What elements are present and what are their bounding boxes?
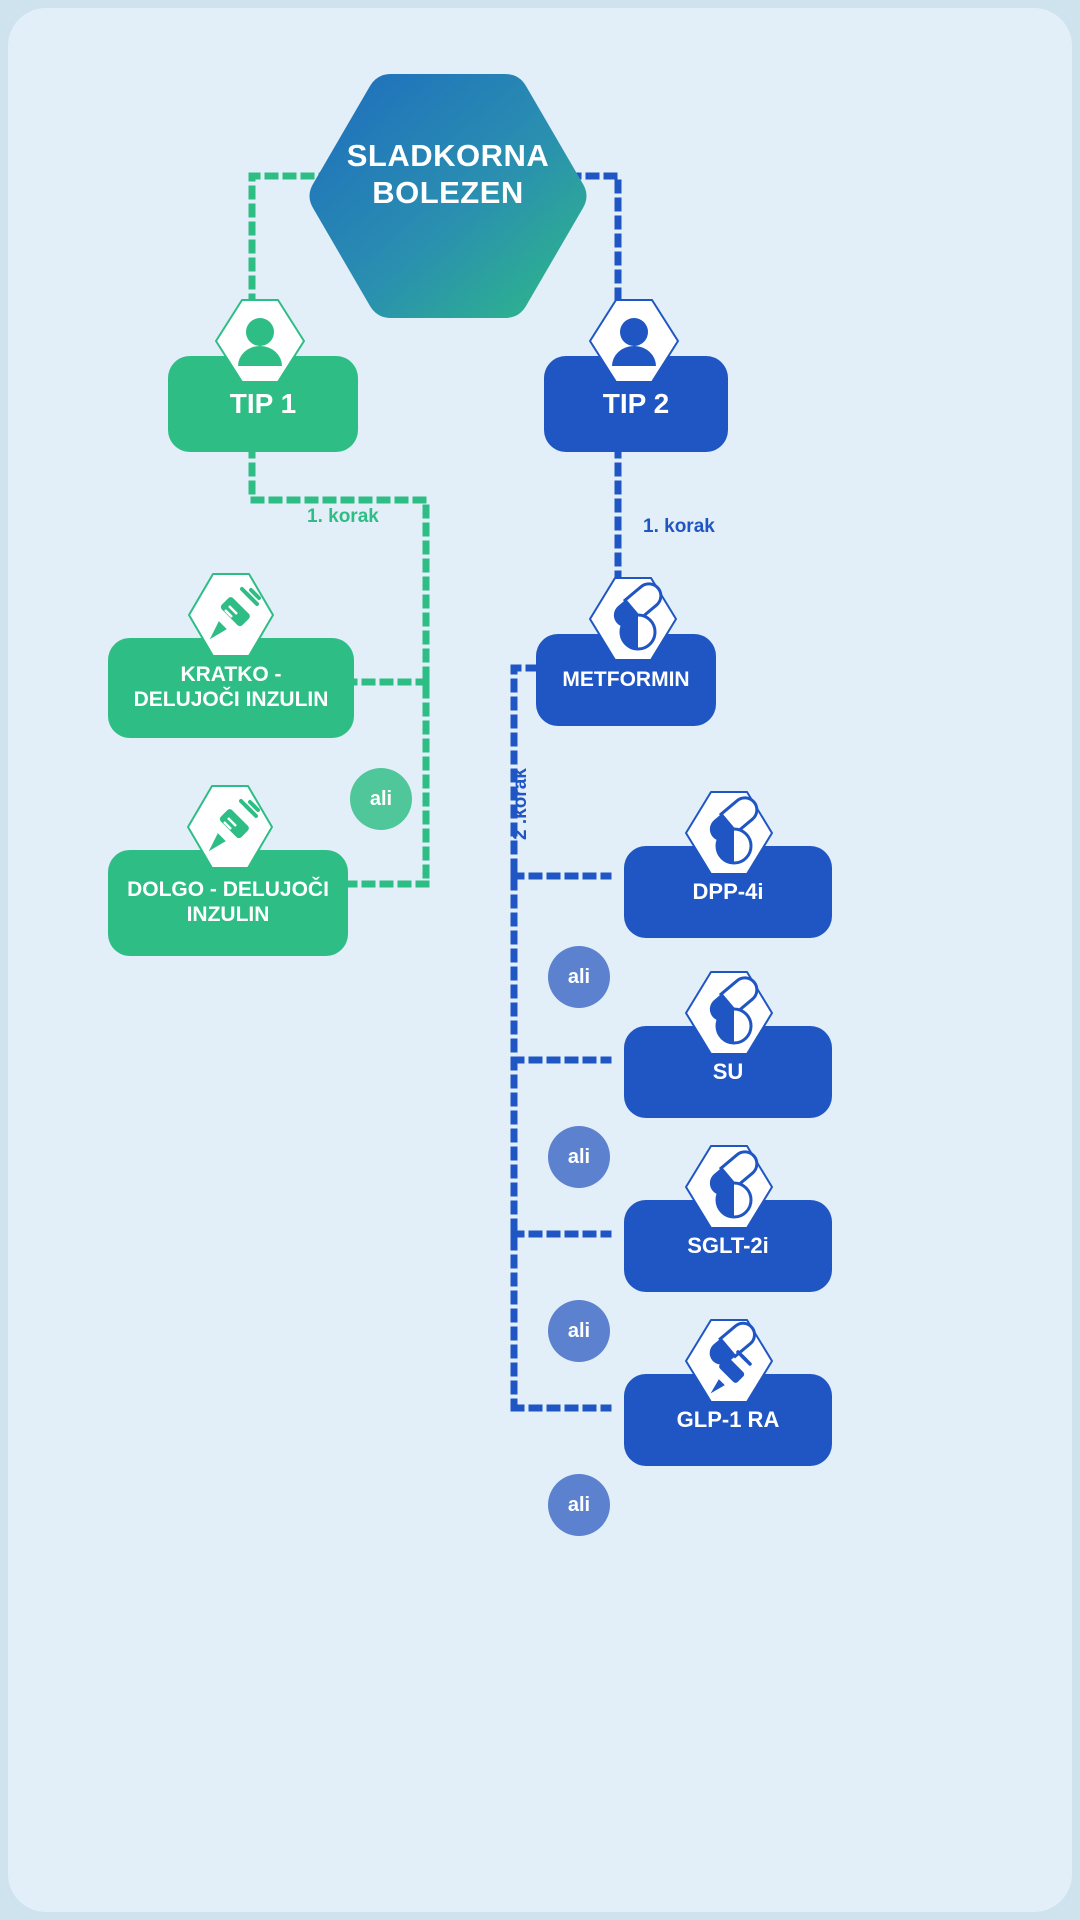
node-tip1[interactable]: TIP 1 bbox=[168, 356, 358, 452]
kratko-syringe-hexagon bbox=[185, 572, 277, 658]
pills-syringe-icon bbox=[709, 1321, 756, 1394]
connector-ali-tip2-3-label: ali bbox=[567, 1319, 591, 1342]
connector-ali-tip2-1: ali bbox=[548, 946, 610, 1008]
pills-icon bbox=[613, 582, 663, 651]
person-icon bbox=[612, 318, 656, 366]
connector-ali-tip1: ali bbox=[350, 768, 412, 830]
connector-ali-tip2-3: ali bbox=[548, 1300, 610, 1362]
root-label: SLADKORNA BOLEZEN bbox=[306, 138, 590, 211]
node-sglt2i-label: SGLT-2i bbox=[687, 1233, 769, 1259]
node-metformin-label: METFORMIN bbox=[562, 667, 690, 691]
node-su-label: SU bbox=[712, 1059, 744, 1085]
step2-label-tip2: 2 .korak bbox=[510, 768, 531, 840]
pills-icon bbox=[709, 976, 759, 1045]
node-tip1-label: TIP 1 bbox=[229, 388, 297, 420]
metformin-pills-hexagon bbox=[586, 576, 680, 662]
node-kratko-line1: KRATKO - bbox=[180, 663, 282, 687]
pills-icon bbox=[709, 1150, 759, 1219]
node-dpp4i-label: DPP-4i bbox=[692, 879, 764, 905]
connector-ali-tip2-2: ali bbox=[548, 1126, 610, 1188]
tip1-person-hexagon bbox=[212, 298, 308, 384]
node-kratko-line2: DELUJOČI INZULIN bbox=[133, 688, 329, 711]
node-glp1ra-label: GLP-1 RA bbox=[676, 1407, 780, 1433]
person-icon bbox=[238, 318, 282, 366]
connector-lines bbox=[248, 74, 622, 1412]
node-dolgo-line2: INZULIN bbox=[186, 903, 270, 926]
connector-ali-tip2-1-label: ali bbox=[567, 965, 591, 988]
step-label-tip1: 1. korak bbox=[307, 506, 379, 527]
su-pills-hexagon bbox=[682, 970, 776, 1056]
glp1ra-pills-syringe-hexagon bbox=[682, 1318, 776, 1404]
node-tip2-label: TIP 2 bbox=[602, 388, 670, 420]
node-dolgo-line1: DOLGO - DELUJOČI bbox=[127, 878, 329, 902]
connector-ali-tip1-label: ali bbox=[369, 787, 393, 810]
connector-ali-tip2-4: ali bbox=[548, 1474, 610, 1536]
sglt2i-pills-hexagon bbox=[682, 1144, 776, 1230]
step-label-tip2: 1. korak bbox=[643, 516, 715, 537]
dolgo-syringe-hexagon bbox=[184, 784, 276, 870]
connector-ali-tip2-4-label: ali bbox=[567, 1493, 591, 1516]
dpp4i-pills-hexagon bbox=[682, 790, 776, 876]
root-label-line2: BOLEZEN bbox=[372, 174, 524, 210]
root-label-line1: SLADKORNA bbox=[346, 138, 550, 173]
tip2-person-hexagon bbox=[586, 298, 682, 384]
diagram-canvas: SLADKORNA BOLEZEN TIP 1 1. korak KRATKO … bbox=[8, 8, 1072, 1912]
connector-ali-tip2-2-label: ali bbox=[567, 1145, 591, 1168]
pills-icon bbox=[709, 796, 759, 865]
